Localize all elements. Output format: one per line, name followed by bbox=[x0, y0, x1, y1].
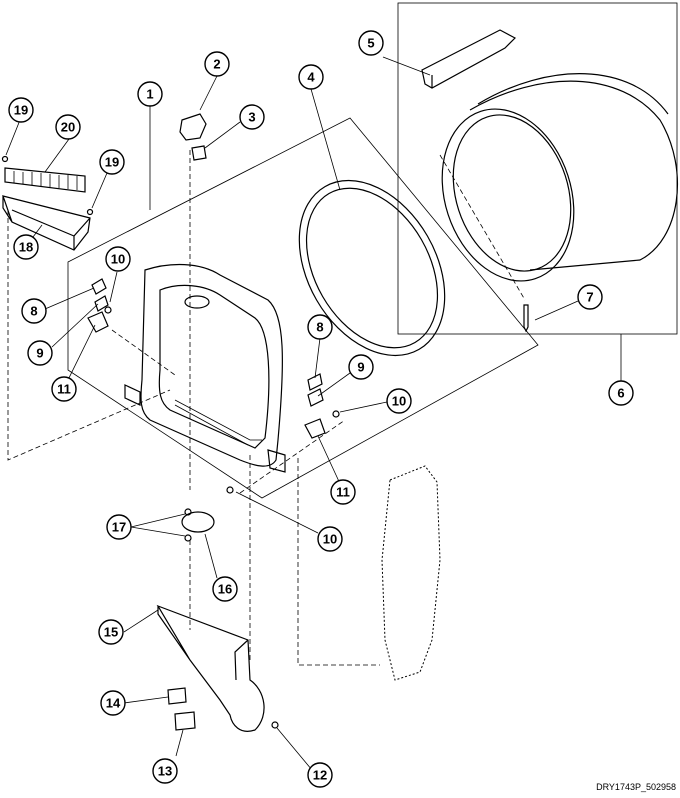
thermostat-clip bbox=[191, 145, 207, 161]
callout-20: 20 bbox=[55, 114, 81, 140]
callout-9-left: 9 bbox=[27, 340, 53, 366]
callout-11-left: 11 bbox=[51, 376, 77, 402]
nut-right bbox=[332, 410, 340, 418]
drawing-code: DRY1743P_502958 bbox=[596, 782, 676, 792]
svg-text:8: 8 bbox=[316, 320, 323, 335]
drum-screw bbox=[523, 304, 529, 333]
callout-15: 15 bbox=[98, 619, 124, 645]
svg-text:7: 7 bbox=[586, 290, 593, 305]
callout-8-left: 8 bbox=[21, 298, 47, 324]
side-panel-outline bbox=[381, 465, 441, 681]
svg-text:5: 5 bbox=[367, 36, 374, 51]
callout-10-right: 10 bbox=[386, 388, 412, 414]
drum-group-box bbox=[397, 2, 678, 335]
svg-text:10: 10 bbox=[323, 532, 337, 547]
caution-label bbox=[174, 711, 196, 731]
callout-17: 17 bbox=[106, 514, 132, 540]
drum-baffle bbox=[421, 29, 516, 89]
svg-text:4: 4 bbox=[307, 70, 315, 85]
callout-8-right: 8 bbox=[307, 314, 333, 340]
svg-text:12: 12 bbox=[313, 768, 327, 783]
front-bulkhead bbox=[124, 263, 286, 473]
svg-text:11: 11 bbox=[57, 382, 71, 397]
callout-6: 6 bbox=[608, 380, 634, 406]
svg-text:16: 16 bbox=[218, 582, 232, 597]
thermostat bbox=[179, 113, 207, 141]
callout-1: 1 bbox=[137, 81, 163, 107]
svg-text:13: 13 bbox=[158, 764, 172, 779]
hinge-bracket-left bbox=[91, 278, 107, 295]
nut-left bbox=[104, 306, 112, 314]
callout-19-left: 19 bbox=[8, 97, 34, 123]
svg-text:3: 3 bbox=[248, 110, 255, 125]
screw-left bbox=[1, 155, 9, 163]
callout-5: 5 bbox=[358, 30, 384, 56]
leader-lines bbox=[5, 56, 622, 771]
switch-left bbox=[87, 311, 109, 333]
svg-text:14: 14 bbox=[106, 696, 121, 711]
screw-lower bbox=[184, 534, 192, 542]
lint-housing bbox=[2, 195, 91, 251]
svg-text:17: 17 bbox=[112, 520, 126, 535]
callout-10-left: 10 bbox=[105, 246, 131, 272]
screw-right bbox=[86, 208, 94, 216]
svg-text:18: 18 bbox=[19, 240, 33, 255]
svg-text:1: 1 bbox=[146, 87, 153, 102]
callout-2: 2 bbox=[204, 51, 230, 77]
svg-text:8: 8 bbox=[30, 304, 37, 319]
svg-text:19: 19 bbox=[14, 103, 28, 118]
switch-right bbox=[304, 418, 326, 439]
filter-grommet bbox=[181, 511, 215, 533]
callout-19-right: 19 bbox=[99, 149, 125, 175]
callout-12: 12 bbox=[307, 762, 333, 788]
callout-7: 7 bbox=[577, 284, 603, 310]
callout-18: 18 bbox=[13, 234, 39, 260]
svg-text:2: 2 bbox=[213, 57, 220, 72]
callout-14: 14 bbox=[100, 690, 126, 716]
callout-11-right: 11 bbox=[330, 479, 356, 505]
svg-text:20: 20 bbox=[61, 120, 75, 135]
callout-10-bottom: 10 bbox=[317, 526, 343, 552]
callout-13: 13 bbox=[152, 758, 178, 784]
callout-9-right: 9 bbox=[348, 354, 374, 380]
lint-screen-grille bbox=[4, 167, 86, 193]
svg-text:15: 15 bbox=[104, 625, 118, 640]
drum bbox=[441, 73, 678, 282]
svg-text:10: 10 bbox=[111, 252, 125, 267]
assembly-guide-lines bbox=[7, 150, 526, 666]
callout-3: 3 bbox=[239, 104, 265, 130]
screw-upper bbox=[184, 508, 192, 516]
hinge-clip-left bbox=[94, 295, 109, 312]
bulkhead-group-outline bbox=[67, 117, 539, 499]
svg-text:11: 11 bbox=[336, 485, 350, 500]
svg-text:10: 10 bbox=[392, 394, 406, 409]
duct-screw bbox=[271, 721, 279, 729]
warning-label bbox=[167, 687, 187, 705]
hinge-bracket-right bbox=[307, 373, 323, 391]
svg-text:9: 9 bbox=[36, 346, 43, 361]
lint-duct bbox=[156, 604, 265, 732]
callout-4: 4 bbox=[298, 64, 324, 90]
door-seal bbox=[298, 179, 446, 357]
callout-16: 16 bbox=[212, 576, 238, 602]
hinge-clip-right bbox=[307, 388, 324, 407]
nut-bottom bbox=[226, 486, 234, 494]
svg-text:9: 9 bbox=[357, 360, 364, 375]
svg-text:6: 6 bbox=[617, 386, 624, 401]
svg-text:19: 19 bbox=[105, 155, 119, 170]
